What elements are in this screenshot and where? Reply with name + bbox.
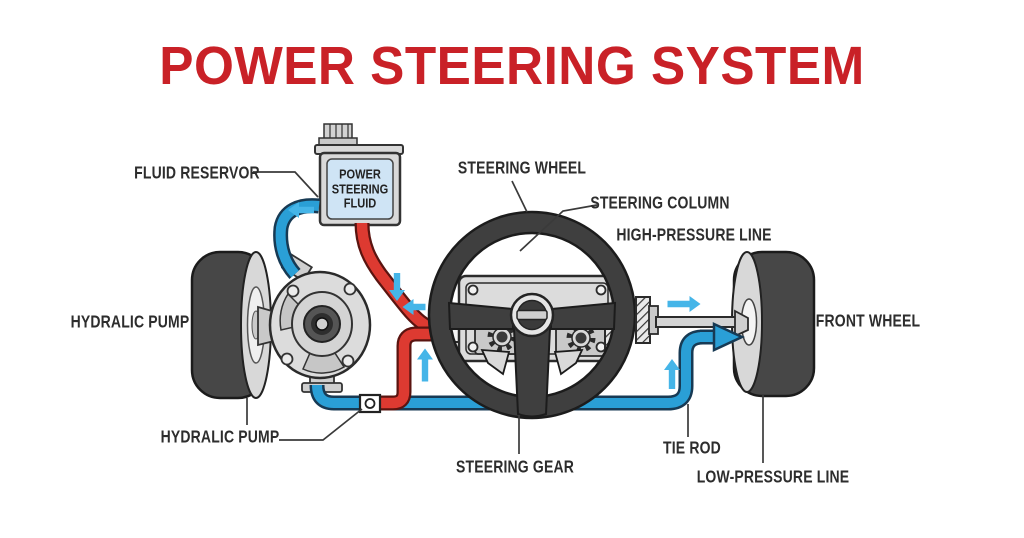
flow-arrow-right-rack — [667, 296, 701, 312]
label-hydraulic-pump-bottom: HYDRALIC PUMP — [160, 426, 280, 447]
fluid-reservoir-tank — [314, 123, 404, 227]
reservoir-tank-label: POWER STEERING FLUID — [331, 166, 389, 211]
label-hydraulic-pump-left: HYDRALIC PUMP — [70, 311, 190, 332]
flow-arrow-down — [389, 273, 405, 301]
label-steering-gear: STEERING GEAR — [456, 456, 574, 477]
flow-arrow-up-right — [664, 359, 680, 389]
label-fluid-reservoir: FLUID RESERVOR — [134, 162, 260, 183]
steering-wheel-graphic — [427, 210, 637, 420]
gear-icon — [566, 323, 596, 353]
return-tube-reservoir-to-pump — [273, 198, 320, 280]
low-pressure-tube — [309, 329, 716, 411]
label-steering-wheel: STEERING WHEEL — [457, 157, 587, 178]
flow-arrow-left — [402, 299, 426, 315]
tie-rod-graphic — [635, 296, 749, 344]
label-low-pressure-line: LOW-PRESSURE LINE — [696, 466, 850, 487]
page-title: POWER STEERING SYSTEM — [159, 36, 865, 96]
hydraulic-pump-graphic — [268, 252, 372, 393]
flow-arrows — [288, 202, 701, 389]
label-steering-column: STEERING COLUMN — [590, 192, 730, 213]
label-front-wheel: FRONT WHEEL — [815, 310, 921, 331]
label-tie-rod: TIE ROD — [663, 437, 721, 458]
flow-arrow-up-left — [417, 348, 433, 382]
flow-arrow-left-reservoir — [288, 202, 314, 218]
leader-lines — [246, 171, 764, 463]
low-pressure-tube-arrowhead — [700, 322, 745, 352]
hose-connector — [358, 393, 382, 414]
label-high-pressure-line: HIGH-PRESSURE LINE — [616, 224, 772, 245]
